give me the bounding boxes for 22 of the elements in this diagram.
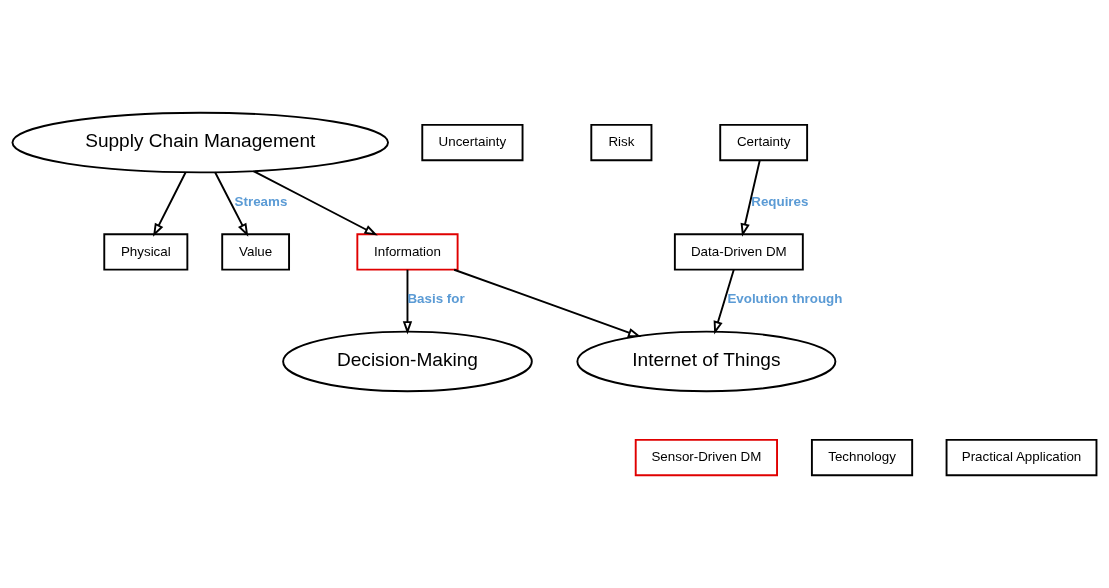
node-box: Risk [590, 123, 653, 162]
edge-label: Requires [751, 193, 809, 209]
arrow [713, 268, 735, 335]
arrow [402, 268, 413, 335]
node-box: Physical [103, 233, 189, 271]
arrow [252, 170, 378, 236]
node-box: Information [356, 233, 459, 271]
node-ellipse: Decision-Making [282, 330, 533, 393]
node-box: Technology [810, 438, 914, 477]
node-box: Practical Application [945, 438, 1098, 477]
arrow [740, 159, 761, 237]
node-box: Sensor-Driven DM [634, 438, 778, 477]
node-ellipse: Supply Chain Management [11, 111, 389, 174]
edge-label: Streams [234, 193, 288, 209]
node-box: Uncertainty [421, 123, 524, 162]
node-box: Data-Driven DM [673, 233, 804, 271]
arrow [453, 268, 642, 338]
node-box: Certainty [719, 123, 809, 162]
node-box: Value [221, 233, 290, 271]
arrow [153, 171, 187, 237]
arrow [214, 171, 249, 237]
edge-label: Evolution through [727, 291, 843, 307]
